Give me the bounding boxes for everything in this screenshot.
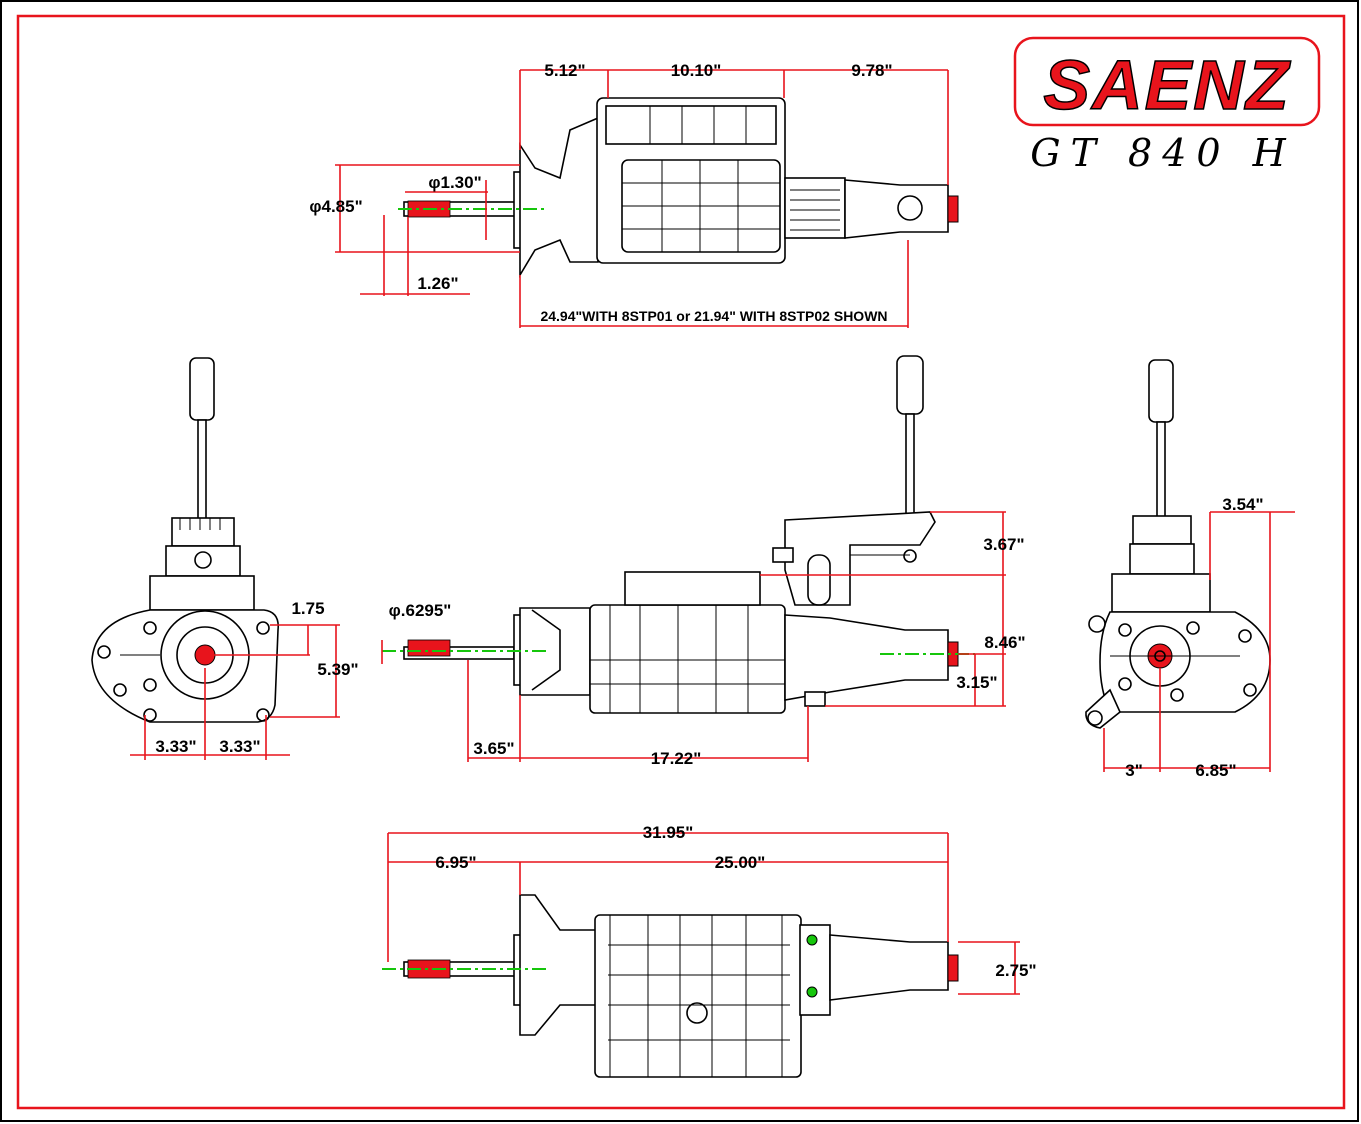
front-view: 1.75 5.39" 3.33" 3.33": [91, 357, 359, 760]
logo-badge: [1013, 36, 1321, 127]
model-name: GT 840 H: [1030, 131, 1296, 175]
top-dim-9-78: 9.78": [851, 61, 892, 80]
bottom-dim-case: 25.00": [715, 853, 766, 872]
top-dim-input-dia: φ1.30": [428, 173, 481, 192]
top-view: 5.12" 10.10" 9.78" φ4.85" φ1.30" 1.26" 2…: [309, 61, 959, 328]
rear-dim-shifter-offset: 3.54": [1222, 495, 1263, 514]
logo-text: SAENZ: [1043, 46, 1290, 124]
front-dim-half-left: 3.33": [155, 737, 196, 756]
side-dim-bellhousing: 3.65": [473, 739, 514, 758]
top-dim-overall-note: 24.94"WITH 8STP01 or 21.94" WITH 8STP02 …: [540, 308, 887, 324]
bottom-dim-overall: 31.95": [643, 823, 694, 842]
side-view: φ.6295" 3.67" 8.46" 3.15" 3.65" 17.22": [381, 355, 1026, 768]
top-dim-flange-dia: φ4.85": [309, 197, 362, 216]
side-main-case: [589, 604, 786, 714]
top-dim-5-12: 5.12": [544, 61, 585, 80]
brand-logo: SAENZ GT 840 H: [1013, 36, 1321, 175]
top-dim-spline-len: 1.26": [417, 274, 458, 293]
front-dim-bolt-height: 5.39": [317, 660, 358, 679]
sheet-inner-border: [16, 14, 1346, 1110]
rear-dim-left-width: 3": [1125, 761, 1143, 780]
front-case-outline: [91, 609, 280, 723]
front-dim-half-right: 3.33": [219, 737, 260, 756]
bottom-view: 31.95" 6.95" 25.00" 2.75": [382, 823, 1037, 1078]
rear-view: 3.54" 3" 6.85": [1085, 359, 1295, 780]
top-main-case: [596, 97, 786, 264]
side-dim-total-height: 8.46": [984, 633, 1025, 652]
bottom-dim-output-spacing: 2.75": [995, 961, 1036, 980]
front-dim-bolt-offset: 1.75: [291, 599, 324, 618]
side-dim-shifter-height: 3.67": [983, 535, 1024, 554]
bottom-dim-input: 6.95": [435, 853, 476, 872]
top-output-yoke: [947, 195, 959, 223]
side-dim-mount-length: 17.22": [651, 749, 702, 768]
side-dim-output-height: 3.15": [956, 673, 997, 692]
rear-case-outline: [1099, 611, 1271, 713]
bottom-output-yoke: [947, 954, 959, 982]
side-dim-spline-dia: φ.6295": [389, 601, 452, 620]
top-dim-10-10: 10.10": [671, 61, 722, 80]
rear-dim-right-width: 6.85": [1195, 761, 1236, 780]
bottom-main-case: [594, 914, 802, 1078]
